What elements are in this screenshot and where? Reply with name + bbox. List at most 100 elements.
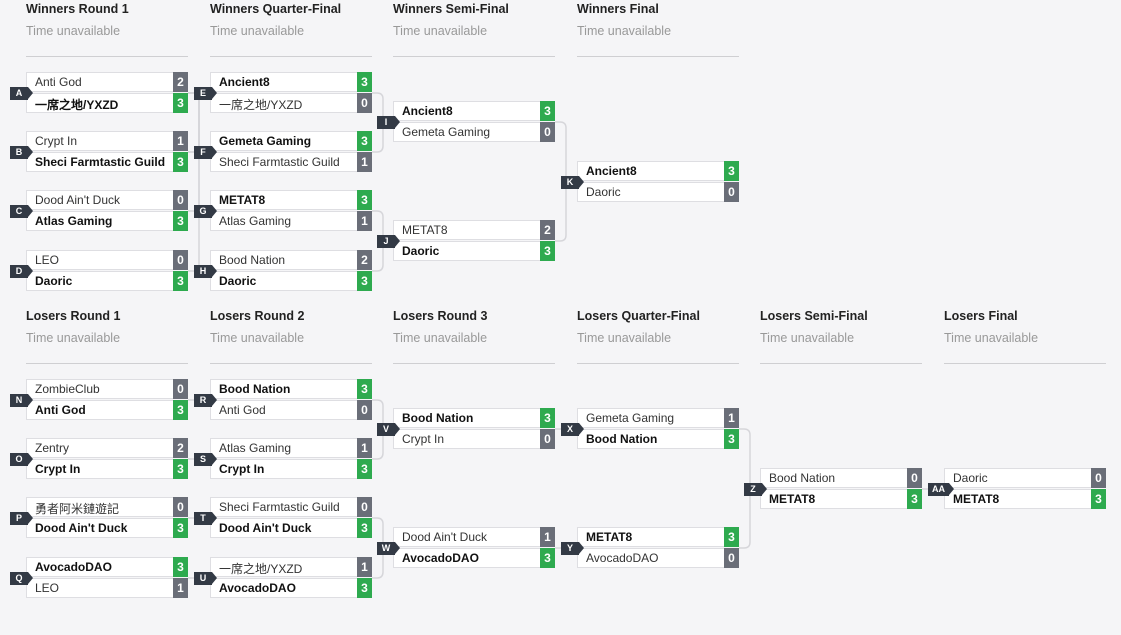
match-label: O	[10, 453, 33, 466]
round-time: Time unavailable	[577, 331, 672, 345]
team-name: Anti God	[35, 403, 86, 417]
match-label: C	[10, 205, 33, 218]
team-name: Ancient8	[219, 75, 270, 89]
team-name: Atlas Gaming	[35, 214, 113, 228]
match-label: Y	[561, 542, 584, 555]
team-name: METAT8	[219, 193, 266, 207]
team-name: Bood Nation	[769, 471, 836, 485]
score-badge: 0	[357, 497, 372, 517]
score-badge: 1	[357, 438, 372, 458]
team-name: Ancient8	[586, 164, 637, 178]
team-row[interactable]: Ancient8 3	[577, 161, 739, 181]
match-label: E	[194, 87, 217, 100]
score-badge: 3	[173, 459, 188, 479]
team-name: Gemeta Gaming	[586, 411, 675, 425]
score-badge: 3	[907, 489, 922, 509]
round-title: Winners Round 1	[26, 2, 129, 16]
round-title: Losers Quarter-Final	[577, 309, 700, 323]
score-badge: 3	[724, 161, 739, 181]
team-name: Daoric	[402, 244, 440, 258]
team-name: Dood Ain't Duck	[35, 193, 121, 207]
score-badge: 3	[540, 548, 555, 568]
team-name: AvocadoDAO	[219, 581, 296, 595]
team-name: Anti God	[35, 75, 82, 89]
